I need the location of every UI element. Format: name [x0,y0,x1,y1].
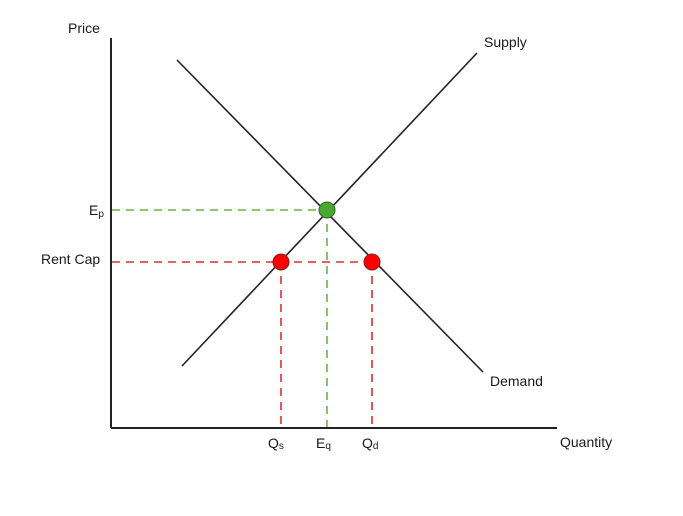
equilibrium-point [318,201,336,219]
demand-label: Demand [490,373,543,389]
equilibrium-quantity-label: Eq [316,435,331,452]
quantity-demanded-label: Qd [362,435,378,452]
x-axis-label: Quantity [560,434,612,450]
y-axis-label: Price [68,20,100,36]
quantity-supplied-point [272,253,290,271]
supply-label: Supply [484,34,527,50]
equilibrium-price-label: Ep [89,202,104,220]
quantity-supplied-label: Qs [268,435,284,452]
rent-cap-label: Rent Cap [41,251,100,267]
quantity-demanded-point [363,253,381,271]
